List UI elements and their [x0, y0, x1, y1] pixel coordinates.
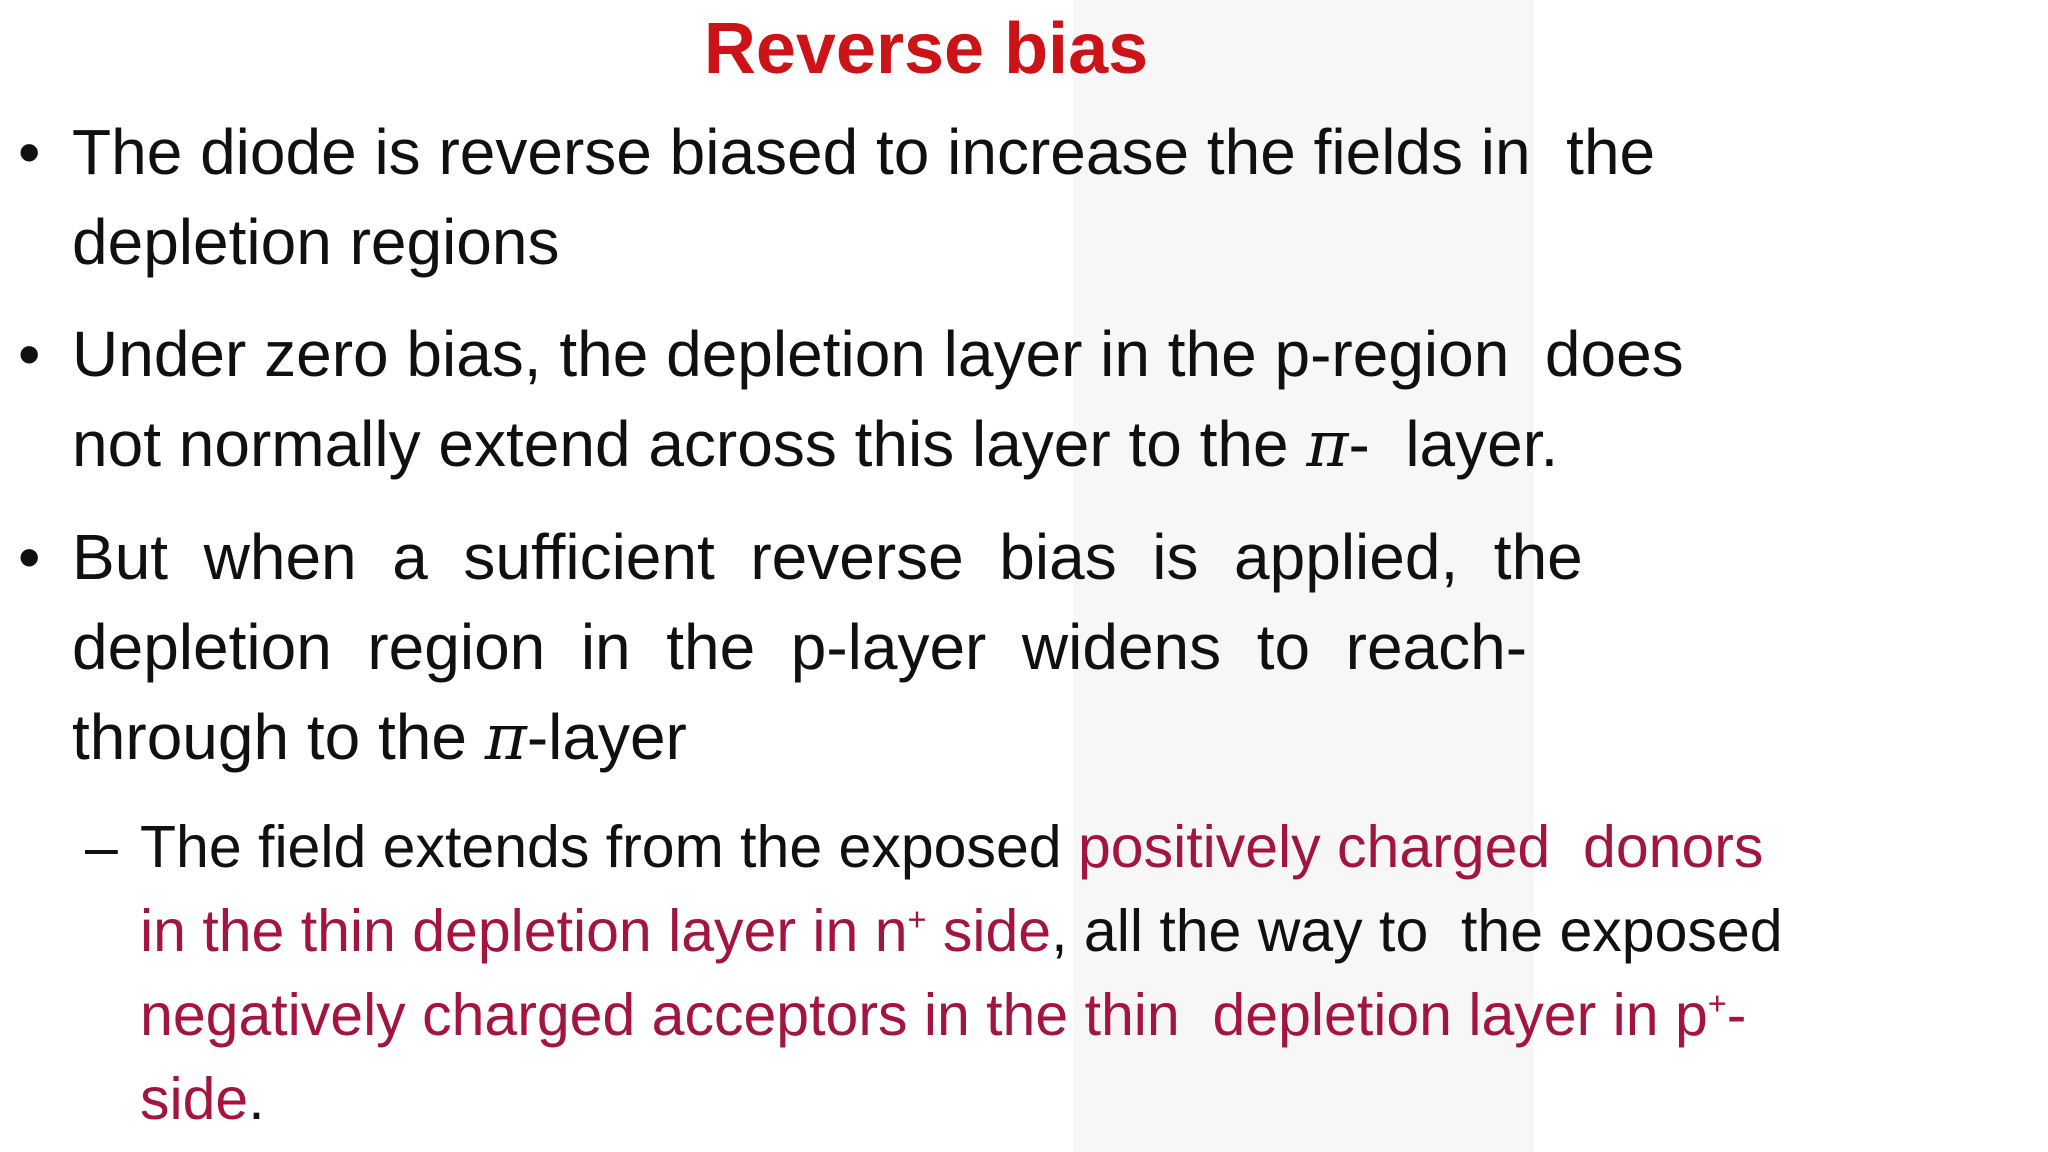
text-line: depletion region in the p-layer widens t…: [72, 602, 2018, 692]
text-line: through to the π-layer: [72, 692, 2018, 783]
body-text: not normally extend across this layer to…: [72, 408, 1307, 480]
text-line: Under zero bias, the depletion layer in …: [72, 309, 2018, 399]
text-line: side.: [140, 1057, 2018, 1141]
highlighted-text: +: [1707, 985, 1727, 1022]
dot-bullet-marker: •: [18, 521, 41, 593]
highlighted-text: +: [907, 901, 927, 938]
body-text: But when a sufficient reverse bias is ap…: [72, 521, 1583, 593]
text-line: The diode is reverse biased to increase …: [72, 107, 2018, 197]
body-text: The field extends from the exposed: [140, 814, 1078, 880]
body-text: depletion regions: [72, 206, 560, 278]
bullet-text: Under zero bias, the depletion layer in …: [72, 309, 2018, 490]
highlighted-text: in the thin depletion layer in n: [140, 898, 908, 964]
text-line: negatively charged acceptors in the thin…: [140, 973, 2018, 1057]
text-line: in the thin depletion layer in n+ side, …: [140, 889, 2018, 973]
body-text: - layer.: [1348, 408, 1559, 480]
text-line: depletion regions: [72, 197, 2018, 287]
pi-symbol: π: [484, 701, 527, 775]
body-text: Under zero bias, the depletion layer in …: [72, 318, 1684, 390]
body-text: through to the: [72, 701, 485, 773]
bullet-item: • The diode is reverse biased to increase…: [18, 107, 2018, 287]
highlighted-text: negatively charged acceptors in the thin…: [140, 982, 1708, 1048]
bullet-item: • Under zero bias, the depletion layer in…: [18, 309, 2018, 490]
bullet-text: The diode is reverse biased to increase …: [72, 107, 2018, 287]
body-text: depletion region in the p-layer widens t…: [72, 611, 1528, 683]
highlighted-text: -: [1726, 982, 1747, 1048]
bullet-item: • But when a sufficient reverse bias is a…: [18, 512, 2018, 783]
text-line: not normally extend across this layer to…: [72, 399, 2018, 490]
sub-bullet-item: –The field extends from the exposed posi…: [85, 805, 2018, 1141]
highlighted-text: side: [926, 898, 1052, 964]
pi-symbol: π: [1306, 408, 1349, 482]
body-text: , all the way to the exposed: [1051, 898, 1783, 964]
dot-bullet-marker: •: [18, 116, 41, 188]
highlighted-text: side: [140, 1066, 249, 1132]
slide-title: Reverse bias: [703, 9, 1149, 89]
highlighted-text: positively charged donors: [1077, 814, 1764, 880]
bullet-text: But when a sufficient reverse bias is ap…: [72, 512, 2018, 783]
body-text: -layer: [526, 701, 687, 773]
bullet-list: • The diode is reverse biased to increase…: [0, 107, 2048, 1141]
text-line: But when a sufficient reverse bias is ap…: [72, 512, 2018, 602]
text-line: The field extends from the exposed posit…: [140, 805, 2018, 889]
body-text: .: [248, 1066, 265, 1132]
dot-bullet-marker: •: [18, 318, 41, 390]
bullet-text: The field extends from the exposed posit…: [140, 805, 2018, 1141]
dash-bullet-marker: –: [85, 814, 118, 880]
body-text: The diode is reverse biased to increase …: [72, 116, 1656, 188]
